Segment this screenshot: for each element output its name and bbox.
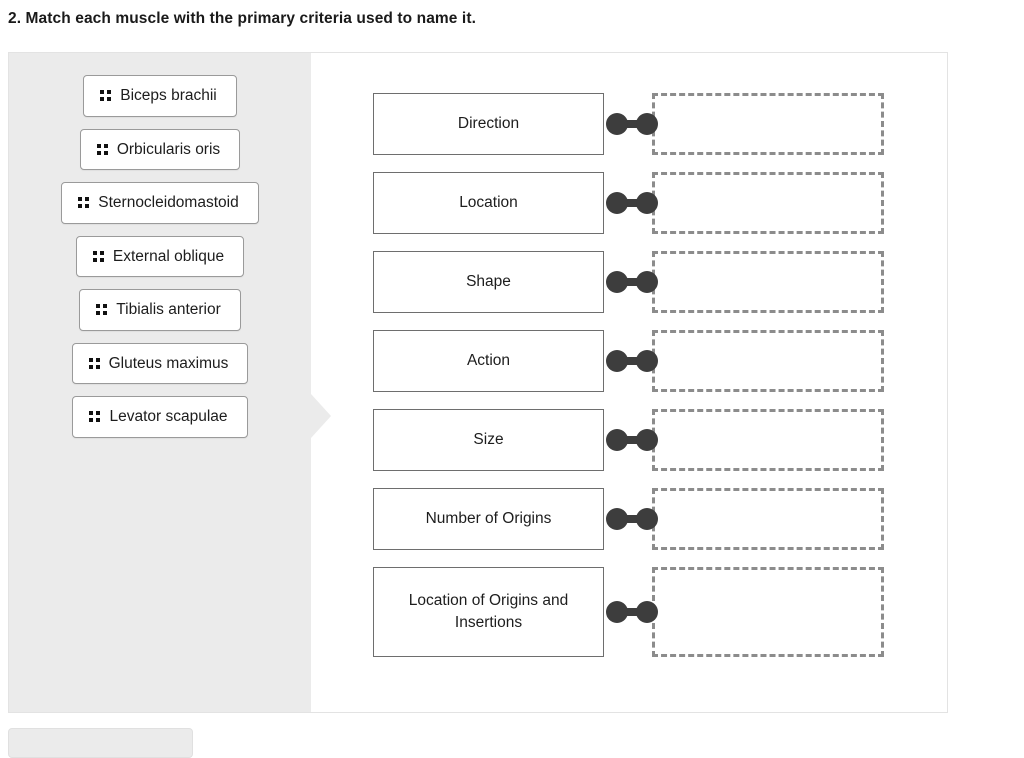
drag-handle-icon[interactable] [92,250,104,262]
category-label: Location [459,193,518,211]
connector-bar [617,199,647,207]
category-box: Action [373,330,604,392]
draggable-term-chip[interactable]: Orbicularis oris [79,128,241,170]
category-box: Size [373,409,604,471]
match-row: Shape [373,251,913,313]
connector-bar [617,436,647,444]
draggable-term-label: Gluteus maximus [108,354,229,372]
draggable-term-chip[interactable]: Biceps brachii [83,75,237,117]
drop-zone[interactable] [652,488,884,550]
connector-knob-right [636,192,658,214]
draggable-term-chip[interactable]: Gluteus maximus [71,342,249,384]
connector-bar [617,357,647,365]
drag-handle-icon[interactable] [89,411,101,423]
draggable-term-chip[interactable]: External oblique [75,235,245,277]
connector-bar [617,515,647,523]
category-label: Action [466,351,511,369]
connector-knob-right [636,429,658,451]
connector-knob-left [606,601,628,623]
draggable-term-chip[interactable]: Sternocleidomastoid [61,182,259,224]
drag-handle-icon[interactable] [96,304,108,316]
match-row: Location [373,172,913,234]
match-row: Location of Origins and Insertions [373,567,913,657]
connector-knob-left [606,350,628,372]
category-box: Direction [373,93,604,155]
dumbbell-connector-icon[interactable] [606,350,658,372]
draggable-term-label: Biceps brachii [120,87,217,104]
drag-handle-icon[interactable] [100,90,112,102]
drop-zone[interactable] [652,330,884,392]
connector-knob-left [606,508,628,530]
dumbbell-connector-icon[interactable] [606,429,658,451]
category-box: Number of Origins [373,488,604,550]
drop-zone[interactable] [652,251,884,313]
connector-knob-right [636,601,658,623]
category-label: Shape [466,272,511,290]
draggable-term-label: Sternocleidomastoid [98,194,239,211]
connector-knob-left [606,192,628,214]
drag-handle-icon[interactable] [78,197,90,209]
category-box: Location of Origins and Insertions [373,567,604,657]
category-box: Location [373,172,604,234]
drag-handle-icon[interactable] [88,357,100,369]
bottom-partial-element[interactable] [8,728,193,758]
drop-zone[interactable] [652,409,884,471]
drag-handle-icon[interactable] [96,143,108,155]
draggable-term-label: Tibialis anterior [116,301,221,318]
dumbbell-connector-icon[interactable] [606,508,658,530]
draggable-term-label: External oblique [112,247,225,265]
dumbbell-connector-icon[interactable] [606,192,658,214]
page-title: 2. Match each muscle with the primary cr… [8,10,476,27]
column-divider-arrow-icon [311,394,331,438]
connector-knob-right [636,271,658,293]
draggable-term-label: Orbicularis oris [116,140,221,158]
match-row: Direction [373,93,913,155]
dumbbell-connector-icon[interactable] [606,271,658,293]
dumbbell-connector-icon[interactable] [606,601,658,623]
match-row: Action [373,330,913,392]
drop-zone[interactable] [652,567,884,657]
connector-knob-right [636,113,658,135]
connector-bar [617,120,647,128]
draggable-term-chip[interactable]: Tibialis anterior [79,289,241,331]
draggable-term-label: Levator scapulae [109,408,228,425]
connector-knob-left [606,113,628,135]
category-box: Shape [373,251,604,313]
category-label: Number of Origins [425,509,552,527]
connector-knob-right [636,508,658,530]
connector-knob-right [636,350,658,372]
drop-zone[interactable] [652,93,884,155]
dumbbell-connector-icon[interactable] [606,113,658,135]
match-row: Number of Origins [373,488,913,550]
connector-bar [617,608,647,616]
category-label: Size [473,430,504,448]
draggable-term-chip[interactable]: Levator scapulae [72,396,248,438]
connector-knob-left [606,429,628,451]
connector-bar [617,278,647,286]
drop-zone[interactable] [652,172,884,234]
category-label: Direction [457,114,520,132]
match-row: Size [373,409,913,471]
category-label: Location of Origins and Insertions [408,591,569,631]
connector-knob-left [606,271,628,293]
